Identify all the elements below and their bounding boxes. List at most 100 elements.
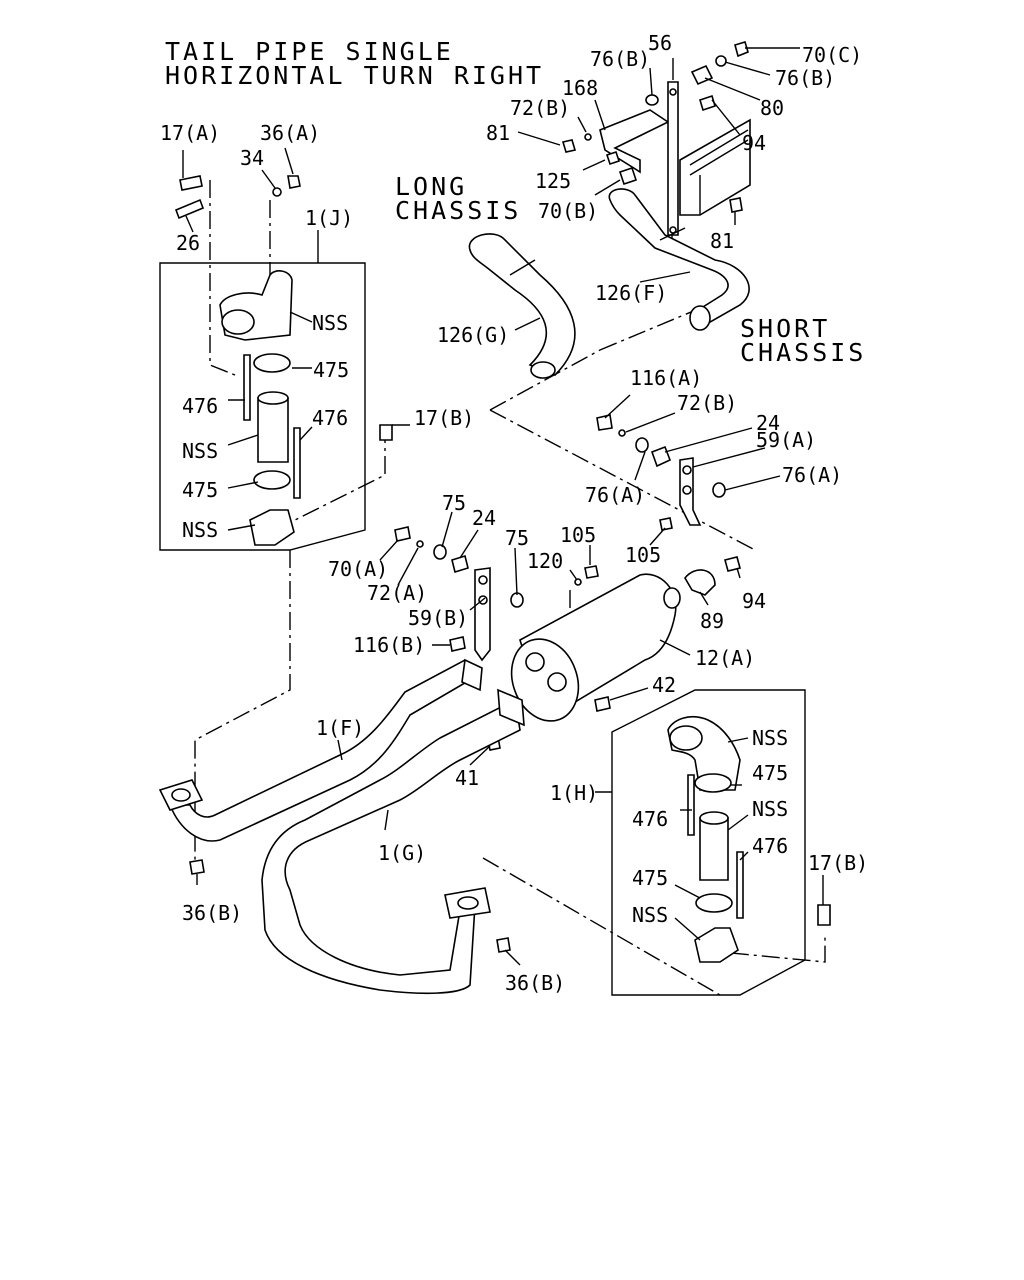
callout-72b-mid: 72(B) [677,391,737,415]
bracket-59a [679,457,702,526]
rubber-76a-mid [635,437,649,453]
callout-24-left: 24 [472,506,496,530]
title-line-1: TAIL PIPE SINGLE [165,37,454,66]
spring-476-1h-b [736,851,744,919]
callout-105-a: 105 [560,523,596,547]
washer-34 [272,187,282,197]
gasket-475-bottom-1h [695,893,733,913]
callout-17a: 17(A) [160,121,220,145]
nut-36b-mid [496,937,511,953]
flex-tube-top-1j [257,391,289,405]
flange-nss-1h [694,927,739,963]
rubber-76b-top [645,94,659,106]
phantom-line-bracket [489,409,756,551]
callout-476-j1: 476 [182,394,218,418]
callout-126f: 126(F) [595,281,667,305]
callout-80: 80 [760,96,784,120]
callout-120: 120 [527,549,563,573]
phantom-line-1g [482,857,721,996]
callout-nss-j2: NSS [182,439,218,463]
washer-120 [574,578,582,586]
short-chassis-label-1: SHORT [740,314,830,343]
callout-476-j2: 476 [312,406,348,430]
callout-nss-h2: NSS [752,797,788,821]
callout-72b-top: 72(B) [510,96,570,120]
gasket-475-top-1h [694,773,732,793]
flange-nss-1j [249,509,295,546]
washer-72a [416,540,424,548]
callout-1h: 1(H) [550,781,598,805]
nut-125 [605,150,621,166]
callout-476-h2: 476 [752,834,788,858]
front-pipe-1g [261,698,521,995]
spring-476-1j-b [293,427,301,499]
tail-pipe-126f [608,188,750,327]
bolt-116b [449,636,466,652]
front-pipe-1g-port [457,896,479,910]
callout-nss-j1: NSS [312,311,348,335]
leader-lines [182,47,824,966]
gasket-475-top-1j [253,353,291,373]
group-box-1j [159,262,366,551]
washer-72b-mid [618,429,626,437]
short-chassis-label-2: CHASSIS [740,338,866,367]
tail-pipe-126g-clamp [509,259,536,276]
callout-475-j2: 475 [182,478,218,502]
callout-1j: 1(J) [305,206,353,230]
callout-59a: 59(A) [756,428,816,452]
callout-41: 41 [455,766,479,790]
callout-nss-h3: NSS [632,903,668,927]
bolt-70a [394,526,411,542]
nut-105-b [659,517,673,531]
phantom-line-long [489,349,601,411]
flex-tube-nss-1j [257,397,289,463]
nut-36b-left [189,859,205,875]
bolt-17b-right [817,904,831,926]
callout-17b-right: 17(B) [808,851,868,875]
bolt-116a [596,414,613,431]
rubber-75-a [433,544,447,560]
callout-70c: 70(C) [802,43,862,67]
nut-36a [287,175,301,189]
phantom-line-1f [194,550,291,860]
phantom-line-17a [209,180,236,376]
long-chassis-label-1: LONG [395,172,467,201]
front-pipe-1g-flange [497,688,525,727]
callout-76a-mid: 76(A) [585,483,645,507]
callout-126g: 126(G) [437,323,509,347]
bolt-42 [594,696,611,712]
callout-36b-mid: 36(B) [505,971,565,995]
spring-476-1h-a [687,774,695,836]
phantom-line-17b-left [274,440,386,531]
bolt-17b-left [379,424,393,441]
callout-70b: 70(B) [538,199,598,223]
stud-26 [174,198,205,220]
spring-476-1j-a [243,354,251,421]
callout-1g: 1(G) [378,841,426,865]
title-line-2: HORIZONTAL TURN RIGHT [165,61,544,90]
callout-89: 89 [700,609,724,633]
bolt-70c [734,41,749,58]
bracket-59b [474,567,491,662]
callout-81-mid: 81 [710,229,734,253]
callout-475-h1: 475 [752,761,788,785]
tail-pipe-126g [468,233,576,376]
hanger-56 [667,81,679,236]
callout-94-mid: 94 [742,589,766,613]
tail-pipe-126g-outlet [530,361,556,379]
callout-105-b: 105 [625,543,661,567]
callout-125: 125 [535,169,571,193]
callout-1f: 1(F) [316,716,364,740]
front-pipe-1f-flange [461,658,483,692]
washer-75-b [510,592,524,608]
callout-81-top: 81 [486,121,510,145]
spacer-80 [690,64,714,86]
callout-75-b: 75 [505,526,529,550]
callout-168: 168 [562,76,598,100]
callout-72a: 72(A) [367,581,427,605]
tail-pipe-126f-outlet [689,305,711,331]
front-pipe-1f-port [171,788,191,802]
spacer-24-right [650,445,672,468]
